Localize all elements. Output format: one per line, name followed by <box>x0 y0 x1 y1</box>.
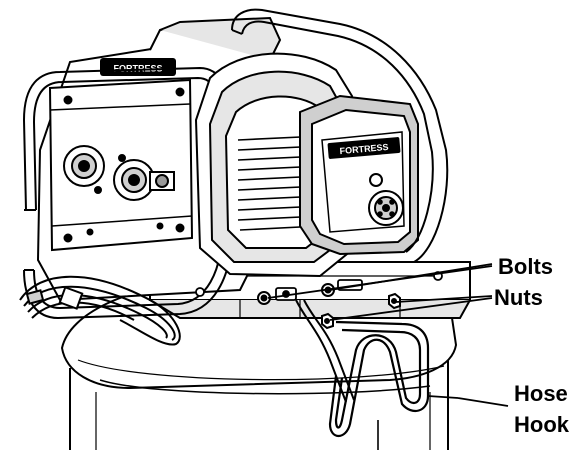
control-panel <box>48 78 194 252</box>
base-fittings <box>195 271 443 301</box>
motor-end-cover <box>299 94 419 256</box>
motor-brand-band: FORTRESS <box>327 137 401 159</box>
coiled-hose <box>19 275 181 346</box>
bolts-label: Bolts <box>498 254 553 279</box>
bolts-leader-left <box>267 265 493 299</box>
left-brand-band: FORTRESS <box>100 58 176 76</box>
bolt-left <box>257 291 271 305</box>
hose-hook-label-line2: Hook <box>514 412 570 437</box>
callout-leaders <box>267 263 509 450</box>
nuts-leader-top <box>395 295 493 303</box>
nuts-leader-bottom <box>329 297 493 321</box>
motor-connector <box>368 173 404 226</box>
air-line <box>295 299 355 403</box>
nut-top <box>388 292 401 310</box>
nut-bottom <box>321 312 334 330</box>
hose-hook-label-line1: Hose <box>514 381 568 406</box>
left-brand-logo: FORTRESS <box>113 64 162 74</box>
right-handle-frame <box>231 8 449 263</box>
motor-brand-logo: FORTRESS <box>339 142 389 156</box>
hose-hook-leader <box>457 397 509 407</box>
hose-hook <box>328 320 430 438</box>
nuts <box>321 292 401 330</box>
nuts-label: Nuts <box>494 285 543 310</box>
